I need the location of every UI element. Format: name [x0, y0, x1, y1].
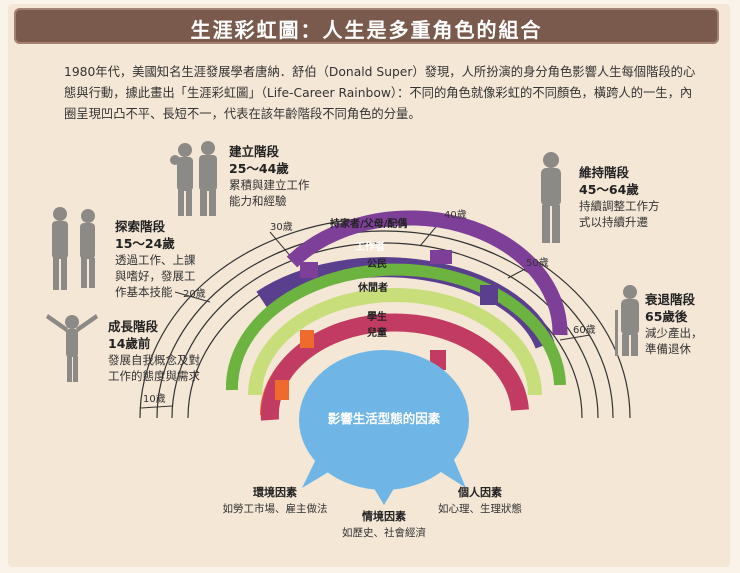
age-10: 10歲 — [143, 392, 166, 405]
worker-bump-1 — [480, 285, 498, 305]
stage-maintenance: 維持階段 45～64歲 持續調整工作方 式以持續升遷 — [579, 164, 660, 230]
stage-growth-desc1: 發展自我概念及對 — [108, 353, 200, 367]
stage-establishment-desc2: 能力和經驗 — [229, 194, 287, 208]
child-silhouette — [46, 314, 98, 382]
role-student: 學生 — [367, 310, 387, 323]
family-silhouette — [170, 141, 217, 216]
intro-text: 1980年代，美國知名生涯發展學者唐納．舒伯（Donald Super）發現，人… — [64, 65, 696, 121]
stage-establishment-name: 建立階段 — [229, 144, 280, 159]
age-40: 40歲 — [444, 208, 467, 221]
tick-60 — [559, 334, 591, 341]
stage-growth: 成長階段 14歲前 發展自我概念及對 工作的態度與需求 — [108, 318, 200, 384]
stage-decline-age: 65歲後 — [645, 309, 688, 324]
stage-decline: 衰退階段 65歲後 減少產出， 準備退休 — [645, 291, 703, 357]
child-arc — [260, 313, 529, 421]
stage-establishment-desc1: 累積與建立工作 — [229, 178, 310, 192]
tick-10 — [140, 405, 173, 409]
role-child: 兒童 — [367, 326, 387, 339]
stage-decline-desc2: 準備退休 — [645, 342, 691, 356]
stage-exploration-name: 探索階段 — [115, 219, 166, 234]
tick-30 — [269, 231, 293, 259]
stage-decline-name: 衰退階段 — [645, 292, 696, 307]
outer-arc-3 — [171, 242, 599, 419]
student-bump-2 — [275, 380, 289, 400]
stage-exploration: 探索階段 15～24歲 透過工作、上課 與嗜好，發展工 作基本技能 — [115, 218, 196, 300]
stage-establishment-age: 25～44歲 — [229, 161, 289, 176]
role-labels: 持家者/父母/配偶 工作者 公民 休閒者 學生 兒童 — [330, 217, 407, 339]
factor-env-title: 環境因素 — [253, 485, 297, 499]
outer-arc-2 — [156, 230, 614, 419]
student-bump-1 — [300, 330, 314, 348]
teens-silhouette — [52, 207, 95, 290]
center-ellipse — [299, 350, 469, 490]
stage-maintenance-desc2: 式以持續升遷 — [579, 215, 648, 229]
adult-silhouette — [541, 152, 561, 243]
factor-arrows — [302, 455, 466, 505]
center-label: 影響生活型態的因素 — [328, 411, 441, 426]
arrow-env — [302, 455, 340, 488]
stage-decline-desc1: 減少產出， — [645, 326, 703, 340]
role-arcs — [225, 210, 568, 421]
factor-pers-desc: 如心理、生理狀態 — [438, 502, 522, 515]
tick-20 — [174, 291, 211, 303]
age-50: 50歲 — [526, 256, 549, 269]
stage-exploration-desc2: 與嗜好，發展工 — [115, 269, 196, 283]
age-20: 20歲 — [183, 287, 206, 300]
stage-maintenance-desc1: 持續調整工作方 — [579, 199, 660, 213]
factor-env-desc: 如勞工市場、雇主做法 — [223, 502, 328, 515]
silhouettes — [46, 141, 639, 382]
title-bar: 生涯彩虹圖：人生是多重角色的組合 — [14, 8, 719, 44]
age-30: 30歲 — [270, 220, 293, 233]
stage-establishment: 建立階段 25～44歲 累積與建立工作 能力和經驗 — [229, 143, 310, 209]
stage-exploration-desc3: 作基本技能 — [115, 285, 173, 299]
stage-growth-name: 成長階段 — [108, 319, 159, 334]
stage-maintenance-name: 維持階段 — [579, 165, 630, 180]
homemaker-arc — [286, 210, 568, 336]
role-worker: 工作者 — [355, 240, 385, 253]
age-60: 60歲 — [573, 323, 596, 336]
stage-maintenance-age: 45～64歲 — [579, 182, 639, 197]
factor-situ-title: 情境因素 — [362, 509, 406, 523]
factor-pers-title: 個人因素 — [457, 485, 502, 499]
role-leisurite: 休閒者 — [357, 281, 388, 294]
arrow-pers — [430, 455, 466, 488]
stage-growth-age: 14歲前 — [108, 336, 151, 351]
citizen-arc — [225, 263, 566, 391]
stage-growth-desc2: 工作的態度與需求 — [108, 369, 200, 383]
arrow-situ — [372, 485, 396, 505]
factor-labels: 環境因素 如勞工市場、雇主做法 情境因素 如歷史、社會經濟 個人因素 如心理、生… — [223, 485, 523, 539]
age-labels: 10歲 20歲 30歲 40歲 50歲 60歲 — [143, 208, 596, 405]
homemaker-bump-1 — [300, 262, 318, 278]
page-title: 生涯彩虹圖：人生是多重角色的組合 — [190, 18, 543, 42]
factor-situ-desc: 如歷史、社會經濟 — [342, 526, 426, 539]
role-citizen: 公民 — [367, 258, 387, 270]
homemaker-bump-2 — [430, 250, 452, 264]
stage-exploration-age: 15～24歲 — [115, 236, 175, 251]
role-homemaker: 持家者/父母/配偶 — [330, 217, 407, 230]
stage-exploration-desc1: 透過工作、上課 — [115, 253, 196, 267]
leisurite-arc — [248, 288, 542, 396]
elder-silhouette — [615, 285, 639, 356]
